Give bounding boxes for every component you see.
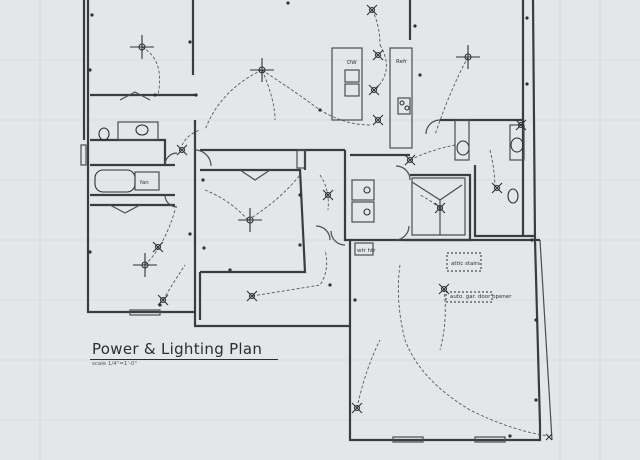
corner-marker-icon: [545, 433, 553, 441]
bath-fixtures: fan: [94, 119, 525, 204]
light-fixture-icon: [366, 4, 378, 16]
ceiling-fan-icon: [250, 58, 274, 82]
garage-opener-label: auto. gar. door opener: [450, 294, 512, 300]
attic-stairs-label: attic stairs: [451, 261, 480, 267]
scale-note: scale 1/4"=1'-0": [92, 361, 137, 367]
light-fixture-icon: [491, 182, 503, 194]
ceiling-fan-icon: [130, 35, 154, 59]
ceiling-fan-icon: [238, 208, 262, 232]
dishwasher-label: DW: [347, 60, 357, 66]
ceiling-fan-icons: [130, 35, 480, 277]
light-fixture-icon: [438, 283, 450, 295]
ceiling-fan-icon: [133, 253, 157, 277]
light-fixture-icons: [152, 4, 527, 414]
refrigerator-label: Refr: [396, 59, 408, 65]
exterior-walls: [82, 0, 553, 442]
fan-label: fan: [140, 180, 149, 186]
door-swings: [109, 91, 463, 246]
light-fixture-icon: [434, 202, 446, 214]
light-fixture-icon: [176, 144, 188, 156]
light-fixture-icon: [368, 84, 380, 96]
light-fixture-icon: [157, 294, 169, 306]
light-fixture-icon: [152, 241, 164, 253]
attic-stairs: attic stairs: [446, 252, 482, 272]
title-underline: [90, 359, 278, 360]
windows: [80, 144, 506, 443]
interior-walls: [90, 93, 540, 326]
water-heater-label: wtr htr: [357, 248, 376, 254]
light-fixture-icon: [351, 402, 363, 414]
light-fixture-icon: [515, 119, 527, 131]
outlet-markers: [88, 1, 538, 438]
laundry-area: wtr htr: [351, 179, 376, 256]
light-fixture-icon: [322, 189, 334, 201]
plan-title: Power & Lighting Plan: [92, 340, 263, 358]
light-fixture-icon: [372, 114, 384, 126]
light-fixture-icon: [404, 154, 416, 166]
ceiling-fan-icon: [456, 45, 480, 69]
light-fixture-icon: [246, 290, 258, 302]
light-fixture-icon: [372, 49, 384, 61]
kitchen-island: DW Refr: [331, 47, 413, 149]
